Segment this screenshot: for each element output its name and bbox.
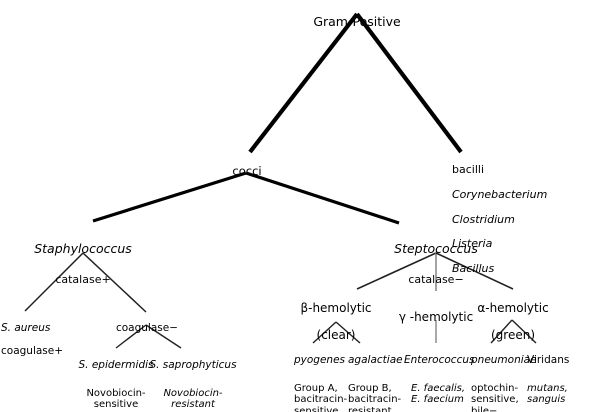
enterococcus-description: E. faecalis, E. faecium [411,383,466,406]
edge-coagneg-to-epidermidis [115,324,147,349]
streptococcus-catalase-test: catalase− [408,272,464,286]
streptococcus-genus: Steptococcus [394,240,478,256]
s-aureus-coagulase-test: coagulase+ [1,345,64,358]
node-s-agalactiae: agalactiae Group B, bacitracin- resistan… [348,343,403,412]
node-bacilli: bacilli Corynebacterium Clostridium List… [452,152,547,287]
edge-cocci-to-streptococcus [245,171,400,225]
edge-staph-to-coagulase-positive [24,252,84,312]
staphylococcus-genus: Staphylococcus [34,240,132,256]
enterococcus-genus: Enterococcus [404,353,475,366]
coagulase-negative-label: coagulase− [115,321,179,334]
bacilli-genus-bacillus: Bacillus [452,261,495,275]
agalactiae-description: Group B, bacitracin- resistant [348,383,402,412]
s-epidermidis-species: S. epidermidis [78,358,154,371]
edge-alpha-to-pneumoniae [490,319,513,344]
edge-root-to-bacilli [355,12,463,154]
node-gram-positive: Gram-Positive [313,1,400,43]
s-saprophyticus-description: Novobiocin- resistant [163,388,223,411]
edge-coagneg-to-saprophyticus [145,324,182,349]
cocci-label: cocci [232,163,262,178]
gamma-hemolytic-label: γ -hemolytic [398,310,474,325]
beta-hemolytic-note: (clear) [316,328,356,343]
beta-hemolytic-label: β-hemolytic [300,301,372,316]
s-epidermidis-description: Novobiocin- sensitive [86,388,146,411]
bacilli-label: bacilli [452,163,484,177]
node-streptococcus: Steptococcus catalase− [394,224,478,304]
agalactiae-species: agalactiae [348,353,403,366]
node-s-pneumoniae: pneumoniae optochin- sensitive, bile− so… [471,343,537,412]
node-alpha-hemolytic: α-hemolytic (green) [477,289,548,356]
edge-beta-to-pyogenes [312,321,337,344]
s-aureus-species: S. aureus [1,321,51,334]
edge-strep-to-beta-hemolytic [356,252,437,290]
bacilli-genus-corynebacterium: Corynebacterium [452,187,548,201]
pyogenes-description: Group A, bacitracin- sensitive [294,383,348,412]
s-saprophyticus-species: S. saprophyticus [149,358,237,371]
edge-cocci-to-staphylococcus [92,171,247,223]
node-s-saprophyticus: S. saprophyticus Novobiocin- resistant [149,348,236,412]
alpha-hemolytic-note: (green) [490,328,536,343]
pneumoniae-species: pneumoniae [471,353,537,366]
root-label: Gram-Positive [313,14,401,29]
node-s-aureus: S. aureus coagulase+ [1,311,63,370]
node-s-pyogenes: pyogenes Group A, bacitracin- sensitive [294,343,347,412]
bacilli-genus-clostridium: Clostridium [452,212,515,226]
viridans-species-list: mutans, sanguis [527,383,568,406]
node-cocci: cocci [232,152,261,191]
pyogenes-species: pyogenes [294,353,346,366]
node-viridans: Viridans mutans, sanguis optochin- resis… [527,343,600,412]
node-coagulase-negative: coagulase− [116,311,178,346]
node-staphylococcus: Staphylococcus catalase+ [34,224,132,304]
edge-strep-to-alpha-hemolytic [435,252,514,290]
viridans-group-label: Viridans [527,353,570,366]
edge-beta-to-agalactiae [335,321,361,344]
pneumoniae-description: optochin- sensitive, bile− soluble, caps… [471,383,519,412]
edge-root-to-cocci [248,12,359,154]
bacilli-genus-listeria: Listeria [452,237,493,251]
edge-staph-to-coagulase-negative [82,252,147,313]
node-beta-hemolytic: β-hemolytic (clear) [300,289,371,356]
node-gamma-hemolytic: γ -hemolytic [399,298,473,338]
edge-alpha-to-viridans [511,319,537,344]
alpha-hemolytic-label: α-hemolytic [477,301,549,316]
node-s-epidermidis: S. epidermidis Novobiocin- sensitive [78,348,153,412]
staphylococcus-catalase-test: catalase+ [55,272,111,286]
node-enterococcus: Enterococcus E. faecalis, E. faecium [404,343,474,412]
